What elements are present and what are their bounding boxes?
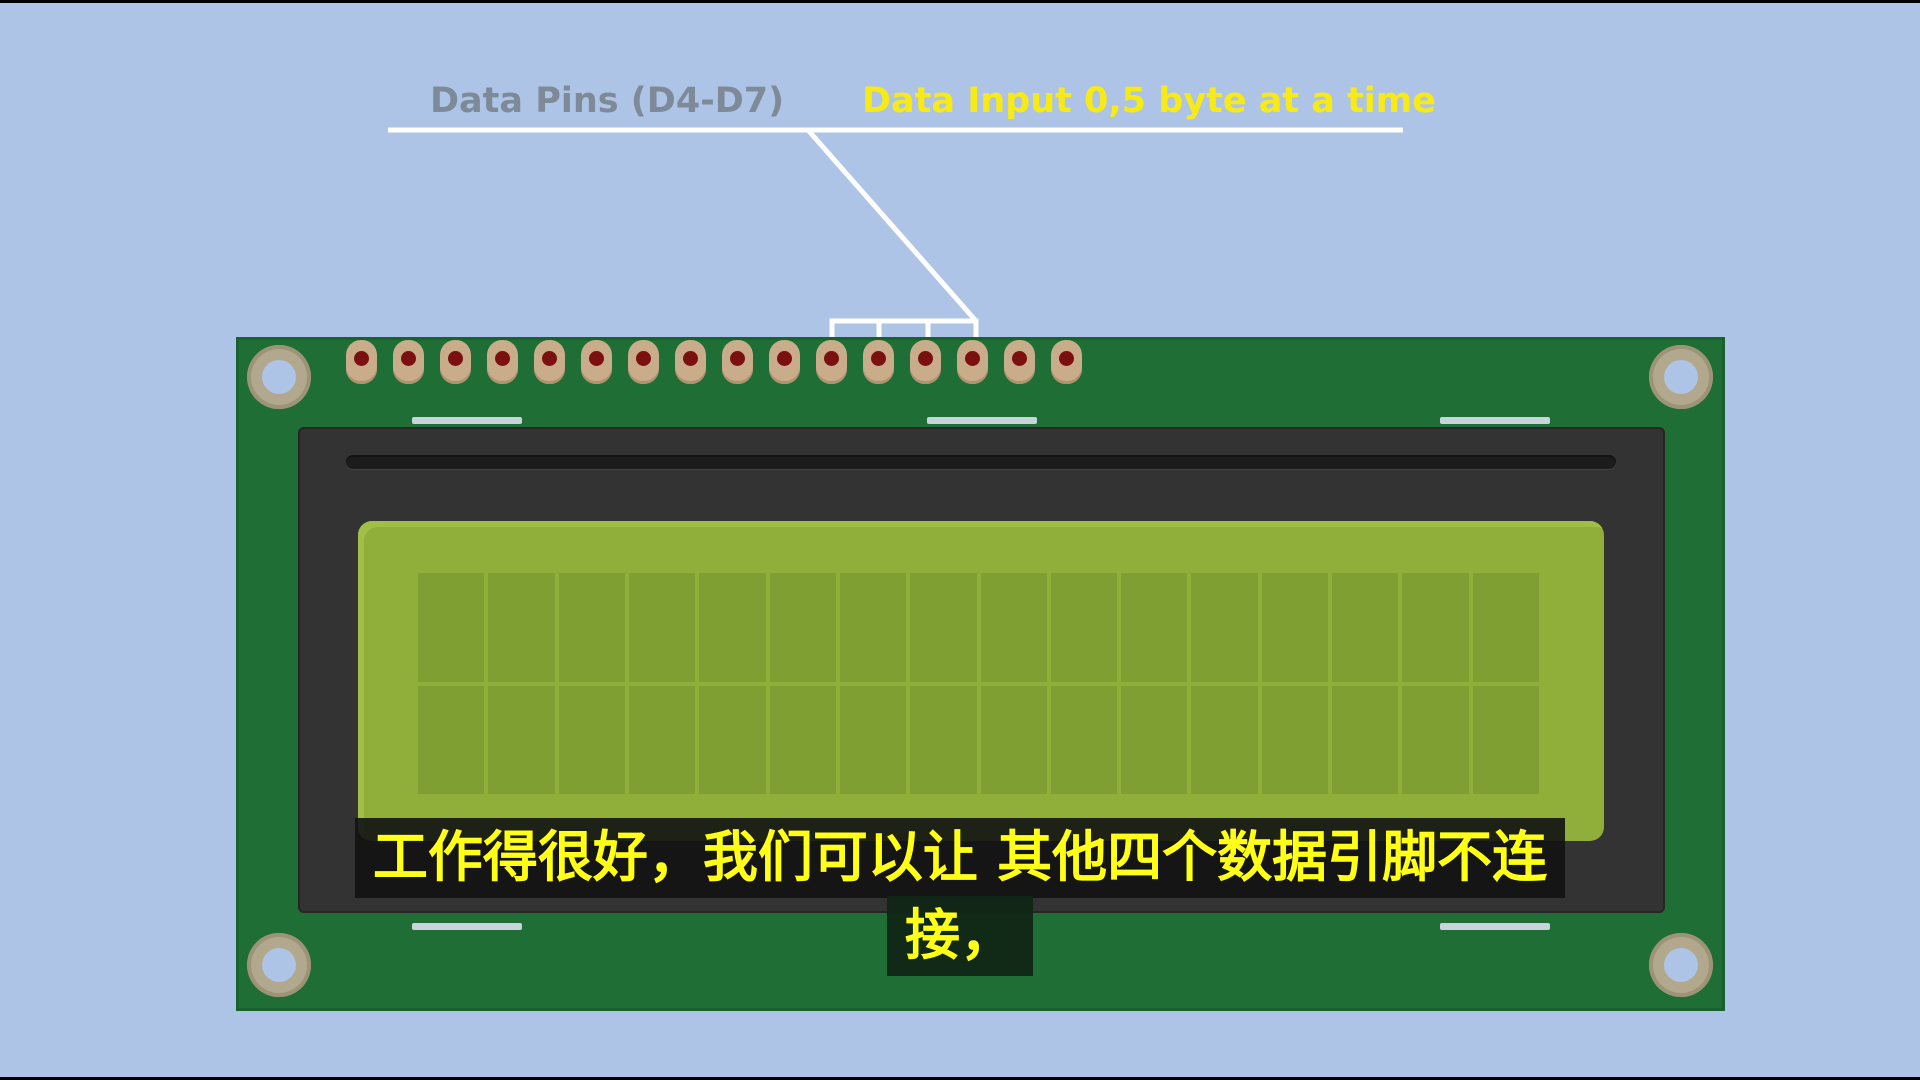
pin xyxy=(440,340,471,384)
subtitle: 工作得很好，我们可以让 其他四个数据引脚不连 接， xyxy=(0,818,1920,976)
pin-d5 xyxy=(863,340,894,384)
pointer-line xyxy=(806,128,978,323)
character-cell xyxy=(1472,685,1539,794)
character-cell xyxy=(1121,573,1188,682)
pin xyxy=(722,340,753,384)
character-cell xyxy=(769,685,836,794)
pin-d6 xyxy=(910,340,941,384)
character-cell xyxy=(558,573,625,682)
mounting-hole xyxy=(1649,345,1713,409)
character-cell xyxy=(1332,685,1399,794)
character-cell xyxy=(418,685,485,794)
bezel-clip xyxy=(1440,417,1550,424)
pin xyxy=(393,340,424,384)
character-grid xyxy=(418,573,1539,794)
bezel-clip xyxy=(412,923,522,930)
character-cell xyxy=(1402,573,1469,682)
pin xyxy=(675,340,706,384)
pin xyxy=(769,340,800,384)
subtitle-line-1: 工作得很好，我们可以让 其他四个数据引脚不连 xyxy=(354,818,1566,898)
pin xyxy=(487,340,518,384)
character-cell xyxy=(1121,685,1188,794)
mounting-hole xyxy=(247,933,311,997)
data-pins-label: Data Pins (D4-D7) xyxy=(430,81,785,121)
character-cell xyxy=(488,573,555,682)
character-cell xyxy=(1402,685,1469,794)
character-cell xyxy=(1050,685,1118,794)
bezel-slot xyxy=(346,455,1616,469)
bezel-clip xyxy=(1440,923,1550,930)
video-frame: Data Pins (D4-D7) Data Input 0,5 byte at… xyxy=(0,3,1920,1077)
character-cell xyxy=(699,685,766,794)
data-input-label: Data Input 0,5 byte at a time xyxy=(862,81,1437,121)
lcd-screen xyxy=(358,521,1604,841)
character-cell xyxy=(910,573,977,682)
pin-header xyxy=(346,340,1346,390)
character-cell xyxy=(628,573,696,682)
mounting-hole xyxy=(247,345,311,409)
character-cell xyxy=(839,685,907,794)
character-cell xyxy=(628,685,696,794)
pin-d7 xyxy=(957,340,988,384)
pin xyxy=(534,340,565,384)
character-cell xyxy=(1472,573,1539,682)
character-cell xyxy=(839,573,907,682)
character-cell xyxy=(1261,573,1329,682)
pin xyxy=(346,340,377,384)
pin-d4 xyxy=(816,340,847,384)
mounting-hole xyxy=(1649,933,1713,997)
pin-bracket xyxy=(829,318,979,337)
annotation-lines xyxy=(388,127,1403,337)
character-cell xyxy=(769,573,836,682)
pin xyxy=(581,340,612,384)
character-cell xyxy=(1332,573,1399,682)
character-cell xyxy=(1050,573,1118,682)
character-cell xyxy=(1191,573,1258,682)
character-cell xyxy=(488,685,555,794)
bezel-clip xyxy=(412,417,522,424)
character-cell xyxy=(980,685,1047,794)
character-cell xyxy=(558,685,625,794)
character-cell xyxy=(699,573,766,682)
character-cell xyxy=(418,573,485,682)
subtitle-line-2: 接， xyxy=(886,896,1033,976)
character-cell xyxy=(910,685,977,794)
pin xyxy=(1004,340,1035,384)
pin xyxy=(628,340,659,384)
character-cell xyxy=(980,573,1047,682)
character-cell xyxy=(1191,685,1258,794)
bezel-clip xyxy=(927,417,1037,424)
character-cell xyxy=(1261,685,1329,794)
pin xyxy=(1051,340,1082,384)
